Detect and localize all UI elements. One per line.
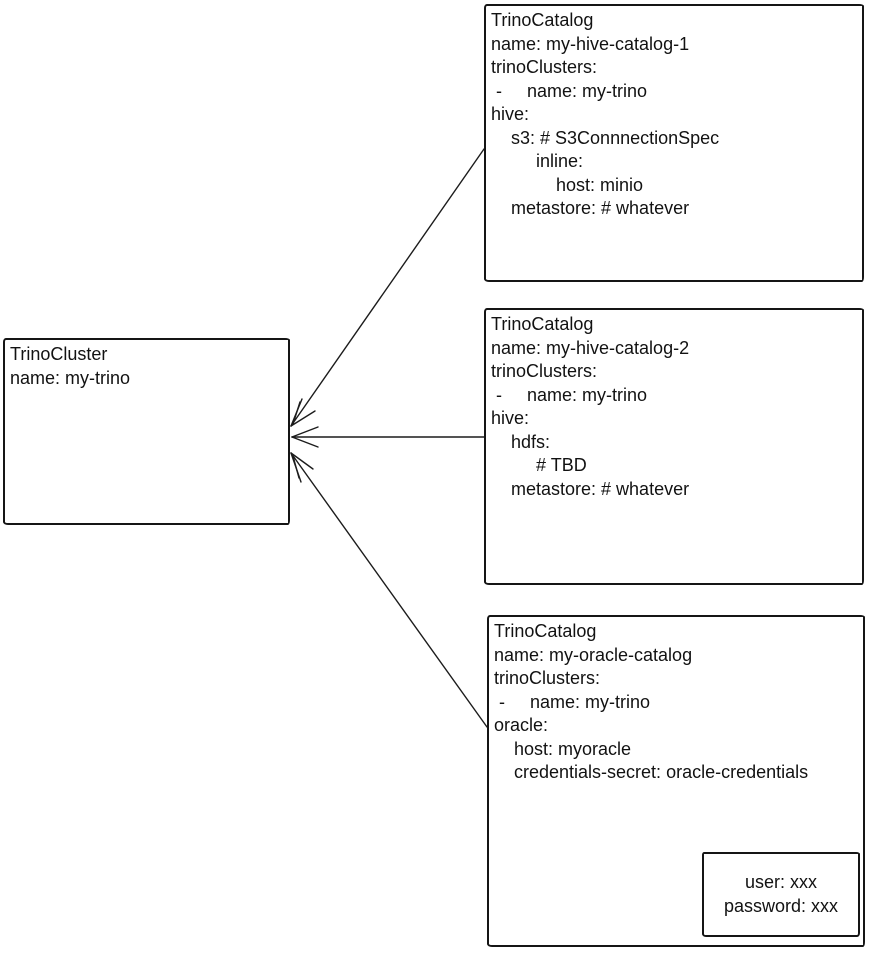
text-line: hdfs: [491,431,551,452]
text-line: hive: [491,104,530,124]
text-line: - name: my-trino [491,80,648,101]
text-line: - name: my-trino [491,384,648,405]
text-line: s3: # S3ConnnectionSpec [491,127,720,148]
text-line: host: minio [491,174,644,195]
text-line: TrinoCatalog [494,621,597,641]
text-line: # TBD [491,455,587,475]
text-line: hive: [491,408,530,428]
text-line: trinoClusters: [491,57,598,77]
text-line: TrinoCluster [10,344,108,364]
text-line: name: my-trino [10,367,131,388]
edge-catalog2-to-cluster [291,426,485,448]
text-line: - name: my-trino [494,691,651,712]
node-trino-catalog-1: TrinoCatalog name: my-hive-catalog-1 trino… [484,4,864,282]
text-line: metastore: # whatever [491,198,690,218]
text-line: trinoClusters: [491,361,598,381]
node-trino-cluster: TrinoCluster name: my-trino [3,338,290,525]
text-line: oracle: [494,715,549,735]
node-oracle-credentials-secret: user: xxx password: xxx [702,852,860,937]
text-line: name: my-hive-catalog-1 [491,33,690,54]
text-line: metastore: # whatever [491,478,690,499]
text-line: inline: [491,151,584,171]
text-line: TrinoCatalog [491,10,594,30]
text-line: host: myoracle [494,738,632,759]
text-line: trinoClusters: [494,668,601,688]
node-trino-catalog-2: TrinoCatalog name: my-hive-catalog-2 trino… [484,308,864,585]
text-line: user: xxx [744,872,818,892]
text-line: name: my-hive-catalog-2 [491,337,690,358]
text-line: name: my-oracle-catalog [494,644,693,665]
edge-catalog1-to-cluster [290,148,485,427]
text-line: password: xxx [723,895,839,916]
edge-catalog3-to-cluster [290,452,488,728]
text-line: credentials-secret: oracle-credentials [494,762,809,782]
text-line: TrinoCatalog [491,314,594,334]
